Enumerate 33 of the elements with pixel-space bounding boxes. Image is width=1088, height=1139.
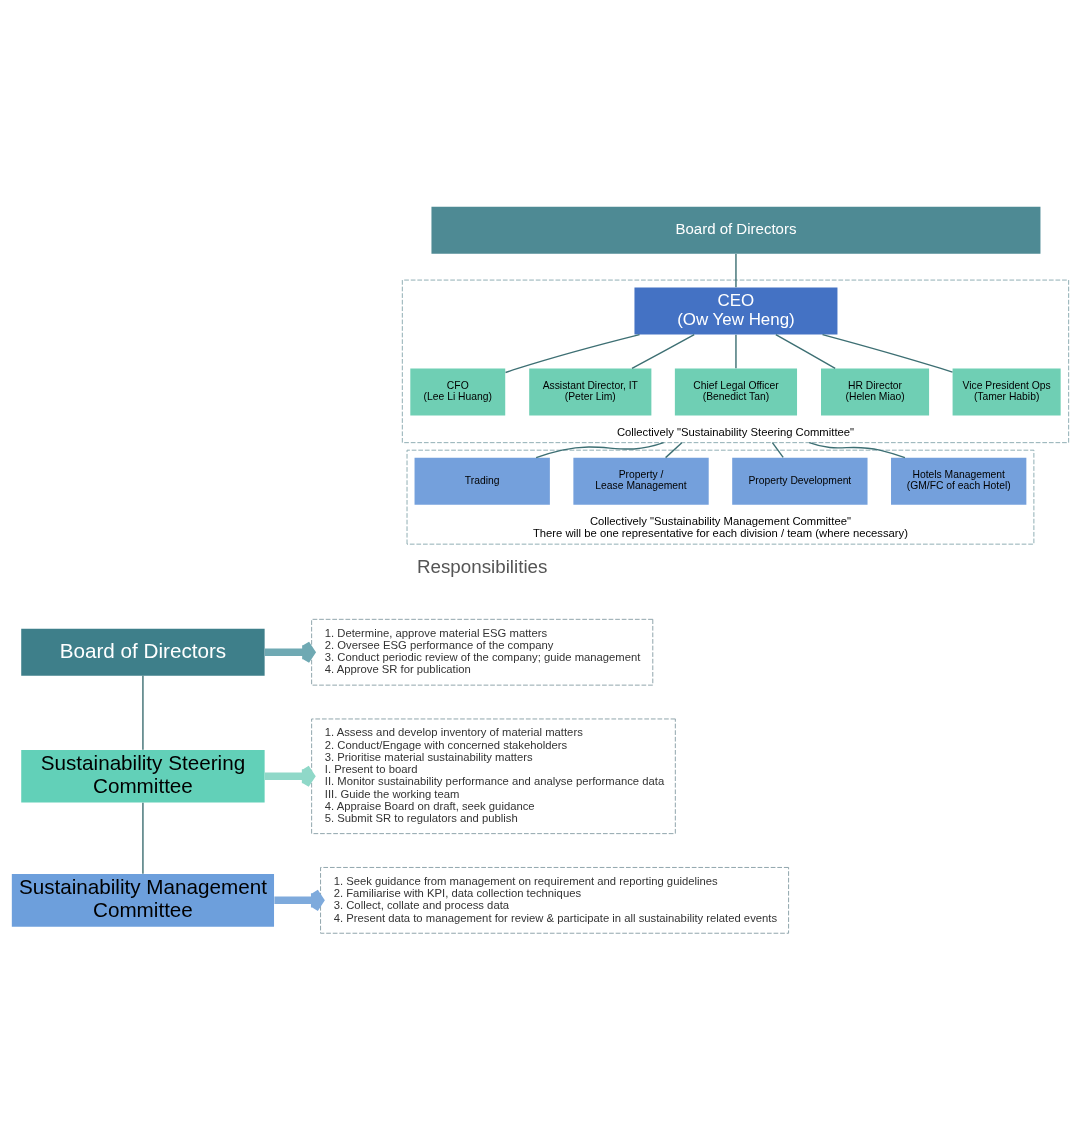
node-box: Sustainability Steering Committee: [21, 749, 265, 803]
node-box: Assistant Director, IT (Peter Lim): [529, 367, 652, 415]
node-box: Property / Lease Management: [573, 457, 709, 505]
connector: [735, 333, 737, 369]
connector: [535, 441, 665, 458]
node-box: Vice President Ops (Tamer Habib): [952, 367, 1061, 415]
connector: [142, 674, 144, 751]
node-box: Chief Legal Officer (Benedict Tan): [674, 367, 798, 415]
node-box: CEO (Ow Yew Heng): [634, 287, 838, 335]
node-box: Board of Directors: [431, 206, 1041, 254]
connector: [664, 441, 683, 458]
connector: [142, 801, 144, 875]
node-box: CFO (Lee Li Huang): [410, 367, 506, 415]
connector: [775, 333, 836, 369]
arrow: [274, 887, 325, 913]
node-box: Hotels Management (GM/FC of each Hotel): [891, 457, 1027, 505]
node-box: Board of Directors: [21, 628, 265, 676]
arrow: [264, 639, 316, 664]
node-box: Property Development: [732, 457, 868, 505]
arrow: [264, 763, 315, 788]
connector: [631, 333, 695, 369]
connector: [504, 333, 641, 373]
node-box: HR Director (Helen Miao): [821, 367, 930, 415]
connector: [735, 252, 737, 288]
node-box: Sustainability Management Committee: [11, 873, 275, 927]
label: Responsibilities: [416, 555, 548, 577]
connector: [771, 441, 784, 458]
connector: [808, 441, 906, 458]
node-box: 1. Assess and develop inventory of material matters 2. Conduct/Engage with concerned stakeholders 3. Prioritise material sustainability matters I. Present to board II. Monitor sustainability performance and analyse performance data III. Guide the working team 4. Appraise Board on draft, seek guidance 5. Submit SR to regulators and publish: [311, 718, 676, 834]
connector: [821, 333, 954, 373]
node-box: Trading: [414, 457, 550, 505]
node-box: 1. Seek guidance from management on requirement and reporting guidelines 2. Familiarise with KPI, data collection techniques 3. Collect, collate and process data 4. Present data to management for review & participate in all sustainability related events: [320, 866, 790, 934]
node-box: 1. Determine, approve material ESG matters 2. Oversee ESG performance of the company 3. Conduct periodic review of the company; guide management 4. Approve SR for publication: [311, 618, 654, 686]
